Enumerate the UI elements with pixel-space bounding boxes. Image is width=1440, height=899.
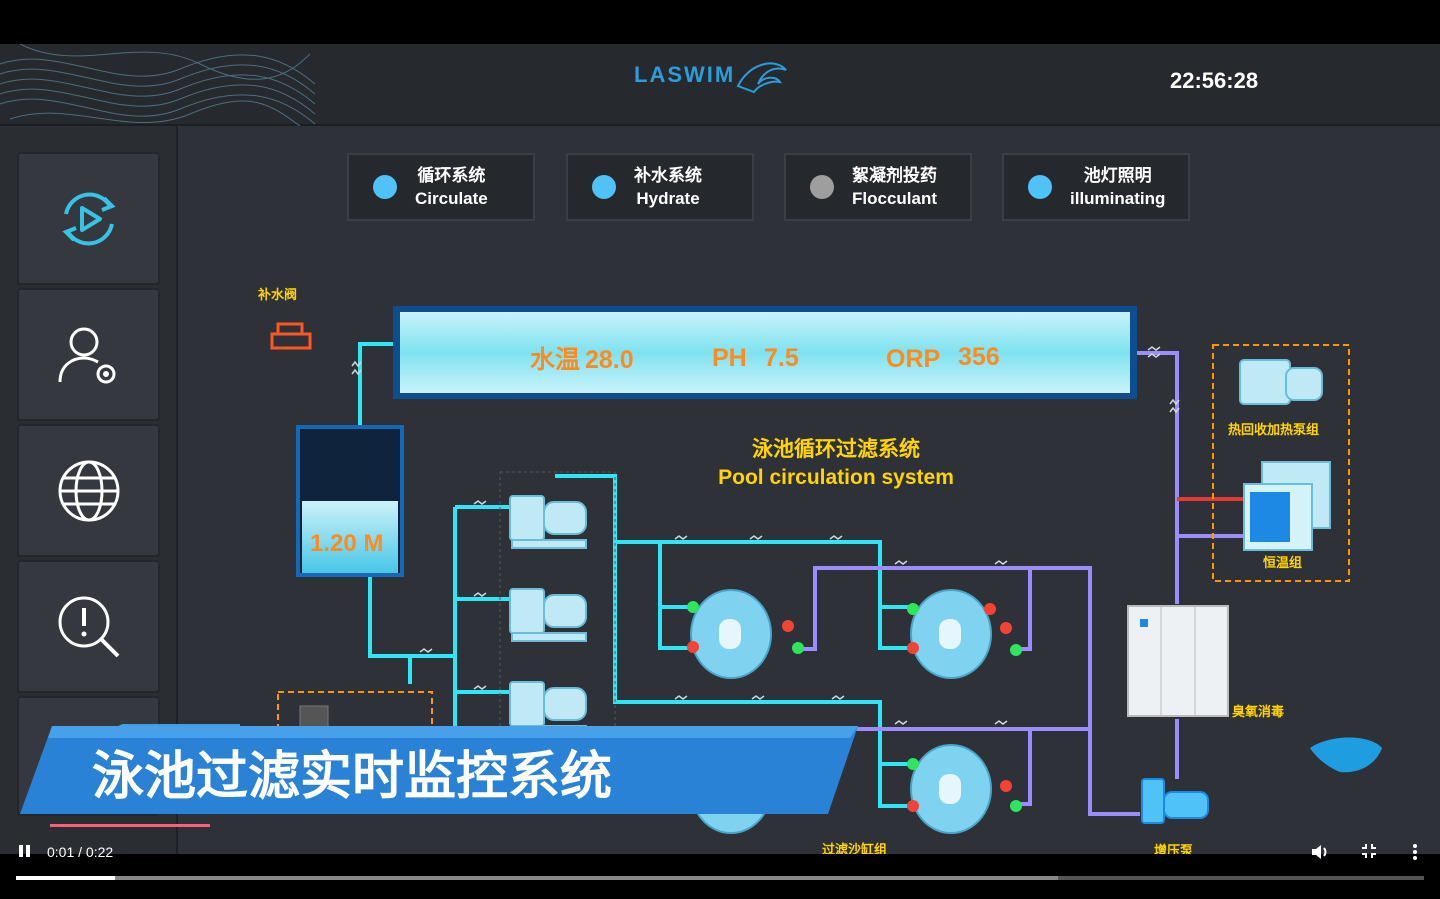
sidebar-item-diagnostics[interactable] <box>17 560 160 693</box>
volume-button[interactable] <box>1310 842 1330 866</box>
user-gear-icon <box>58 327 115 383</box>
makeup-valve-label: 补水阀 <box>257 287 297 303</box>
temp-label: 水温 <box>530 346 580 374</box>
flow-indicators <box>351 346 1180 725</box>
more-options-button[interactable] <box>1410 842 1420 866</box>
exit-fullscreen-button[interactable] <box>1360 842 1378 864</box>
shell-logo-icon <box>736 62 787 94</box>
heat-recovery-pump-icon <box>1239 359 1323 405</box>
sidebar-item-network[interactable] <box>17 424 160 557</box>
booster-pump-label: 增压泵 <box>1154 843 1193 854</box>
sidebar-item-user-settings[interactable] <box>17 288 160 421</box>
temp-value: 28.0 <box>585 346 634 374</box>
ph-label: PH <box>712 344 747 372</box>
exit-fullscreen-icon <box>1362 844 1376 858</box>
app-header: LASWIM 22:56:28 <box>0 44 1440 126</box>
system-title-en: Pool circulation system <box>718 466 954 489</box>
sand-filter-label: 过滤沙缸组 <box>822 842 887 854</box>
player-controls: 0:01 / 0:22 <box>0 830 1440 899</box>
refresh-play-icon <box>61 192 116 245</box>
booster-pump-icon <box>1141 778 1209 824</box>
orp-label: ORP <box>886 345 940 373</box>
circulation-pumps <box>509 495 587 735</box>
sidebar <box>0 126 178 854</box>
pool-readings: 水温 28.0 PH 7.5 ORP 356 <box>530 343 1000 374</box>
wave-decoration <box>0 44 316 126</box>
video-frame[interactable]: LASWIM 22:56:28 <box>0 44 1440 854</box>
played-bar <box>16 876 115 880</box>
constant-temp-unit-icon <box>1243 461 1331 551</box>
makeup-valve-icon <box>270 322 312 350</box>
tank-water-level <box>302 501 398 573</box>
status-indicator <box>1028 175 1052 199</box>
system-title-cn: 泳池循环过滤系统 <box>752 437 920 461</box>
shell-logo-icon <box>1310 737 1382 773</box>
status-indicator <box>373 175 397 199</box>
heat-pump-group-frame <box>1212 344 1350 582</box>
ozone-disinfection-cabinet <box>1127 605 1229 717</box>
seek-bar[interactable] <box>16 876 1424 880</box>
ph-value: 7.5 <box>764 344 799 372</box>
orp-value: 356 <box>958 343 1000 371</box>
time-display: 0:01 / 0:22 <box>47 844 114 860</box>
sidebar-item-circulation[interactable] <box>17 152 160 285</box>
supply-pipes <box>358 342 910 808</box>
pause-button[interactable] <box>17 842 33 864</box>
clock: 22:56:28 <box>1170 68 1259 93</box>
buffer-bar <box>16 876 1058 880</box>
return-pipes <box>800 351 1245 816</box>
constant-temp-label: 恒温组 <box>1263 555 1302 571</box>
volume-icon <box>1312 845 1327 859</box>
status-indicator <box>810 175 834 199</box>
pool-water <box>400 312 1130 393</box>
ozone-label: 臭氧消毒 <box>1232 704 1284 720</box>
globe-icon <box>58 460 119 521</box>
filter-valves <box>687 601 1022 812</box>
circulation-diagram: 补水阀 热回收加热泵组 恒温组 臭氧消毒 增压泵 过滤沙缸组 泳池循环过滤系统 … <box>257 287 1382 854</box>
heat-recovery-label: 热回收加热泵组 <box>1228 422 1319 438</box>
more-vertical-icon <box>1413 844 1417 860</box>
tank-level-value: 1.20 M <box>310 530 383 557</box>
laswim-logo: LASWIM <box>634 62 787 94</box>
overlay-banner: 泳池过滤实时监控系统 <box>20 724 858 814</box>
overlay-title-text: 泳池过滤实时监控系统 <box>92 747 612 807</box>
status-indicator <box>592 175 616 199</box>
search-alert-icon <box>58 596 119 657</box>
overlay-underline <box>50 824 210 827</box>
